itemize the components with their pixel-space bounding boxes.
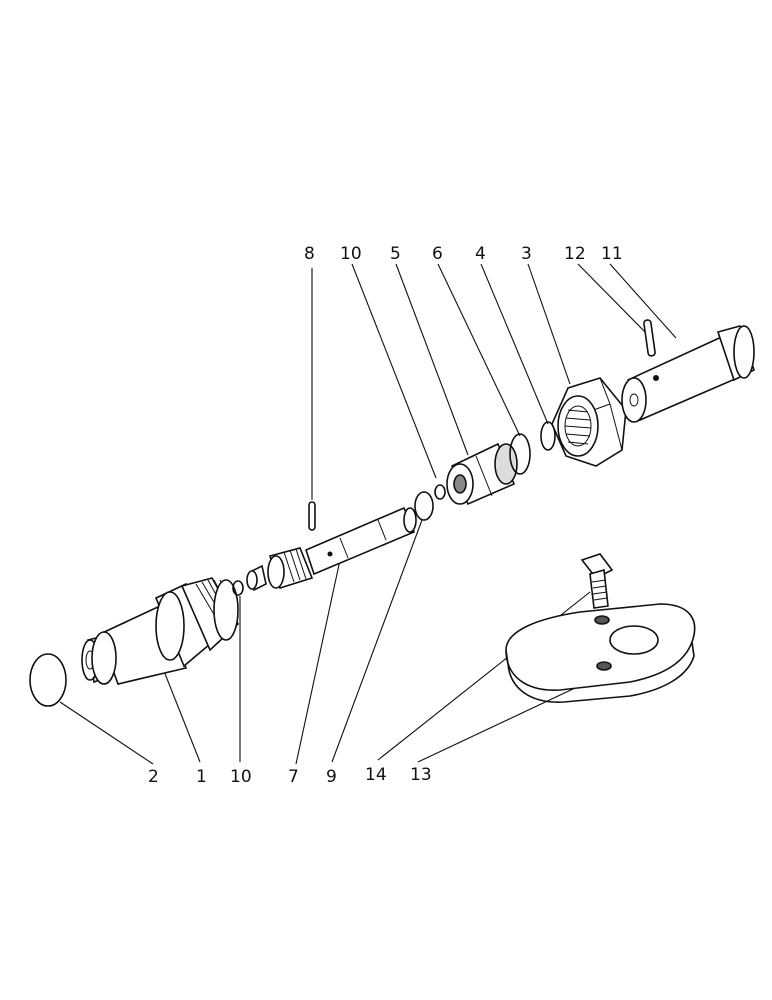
o-ring-part-4 <box>540 421 556 451</box>
pin-part-8 <box>308 501 316 531</box>
leader-lines <box>59 263 677 765</box>
cylinder-pin-part-11 <box>621 325 755 423</box>
pin-part-12 <box>643 319 656 357</box>
callout-2: 2 <box>148 767 159 787</box>
o-ring-part-6 <box>509 433 531 475</box>
o-ring-part-2 <box>29 653 67 707</box>
callout-5: 5 <box>390 244 401 264</box>
callout-10-bottom: 10 <box>230 767 252 787</box>
callout-4: 4 <box>475 244 486 264</box>
spindle-part-7 <box>246 506 417 592</box>
o-ring-part-9 <box>414 491 434 521</box>
hex-nut-part-3 <box>551 377 627 467</box>
o-ring-part-10-upper <box>434 484 446 500</box>
callout-11: 11 <box>601 244 623 264</box>
callout-7: 7 <box>288 767 299 787</box>
callout-6: 6 <box>432 244 443 264</box>
callout-13: 13 <box>410 765 432 785</box>
callout-14: 14 <box>365 765 387 785</box>
callout-9: 9 <box>326 767 337 787</box>
callout-10-top: 10 <box>340 244 362 264</box>
callout-3: 3 <box>521 244 532 264</box>
callout-1: 1 <box>196 767 207 787</box>
callouts-top-row: 8 10 5 6 4 3 12 11 <box>304 244 623 264</box>
o-ring-part-10-lower <box>232 580 244 596</box>
callouts-bottom-row: 2 1 10 7 9 14 13 <box>148 765 432 787</box>
callout-12: 12 <box>564 244 586 264</box>
bolt-part-14 <box>580 553 614 609</box>
bushing-part-5 <box>446 442 518 506</box>
callout-8: 8 <box>304 244 315 264</box>
valve-body-part-1 <box>81 577 240 685</box>
flange-plate-part-13 <box>505 603 696 703</box>
